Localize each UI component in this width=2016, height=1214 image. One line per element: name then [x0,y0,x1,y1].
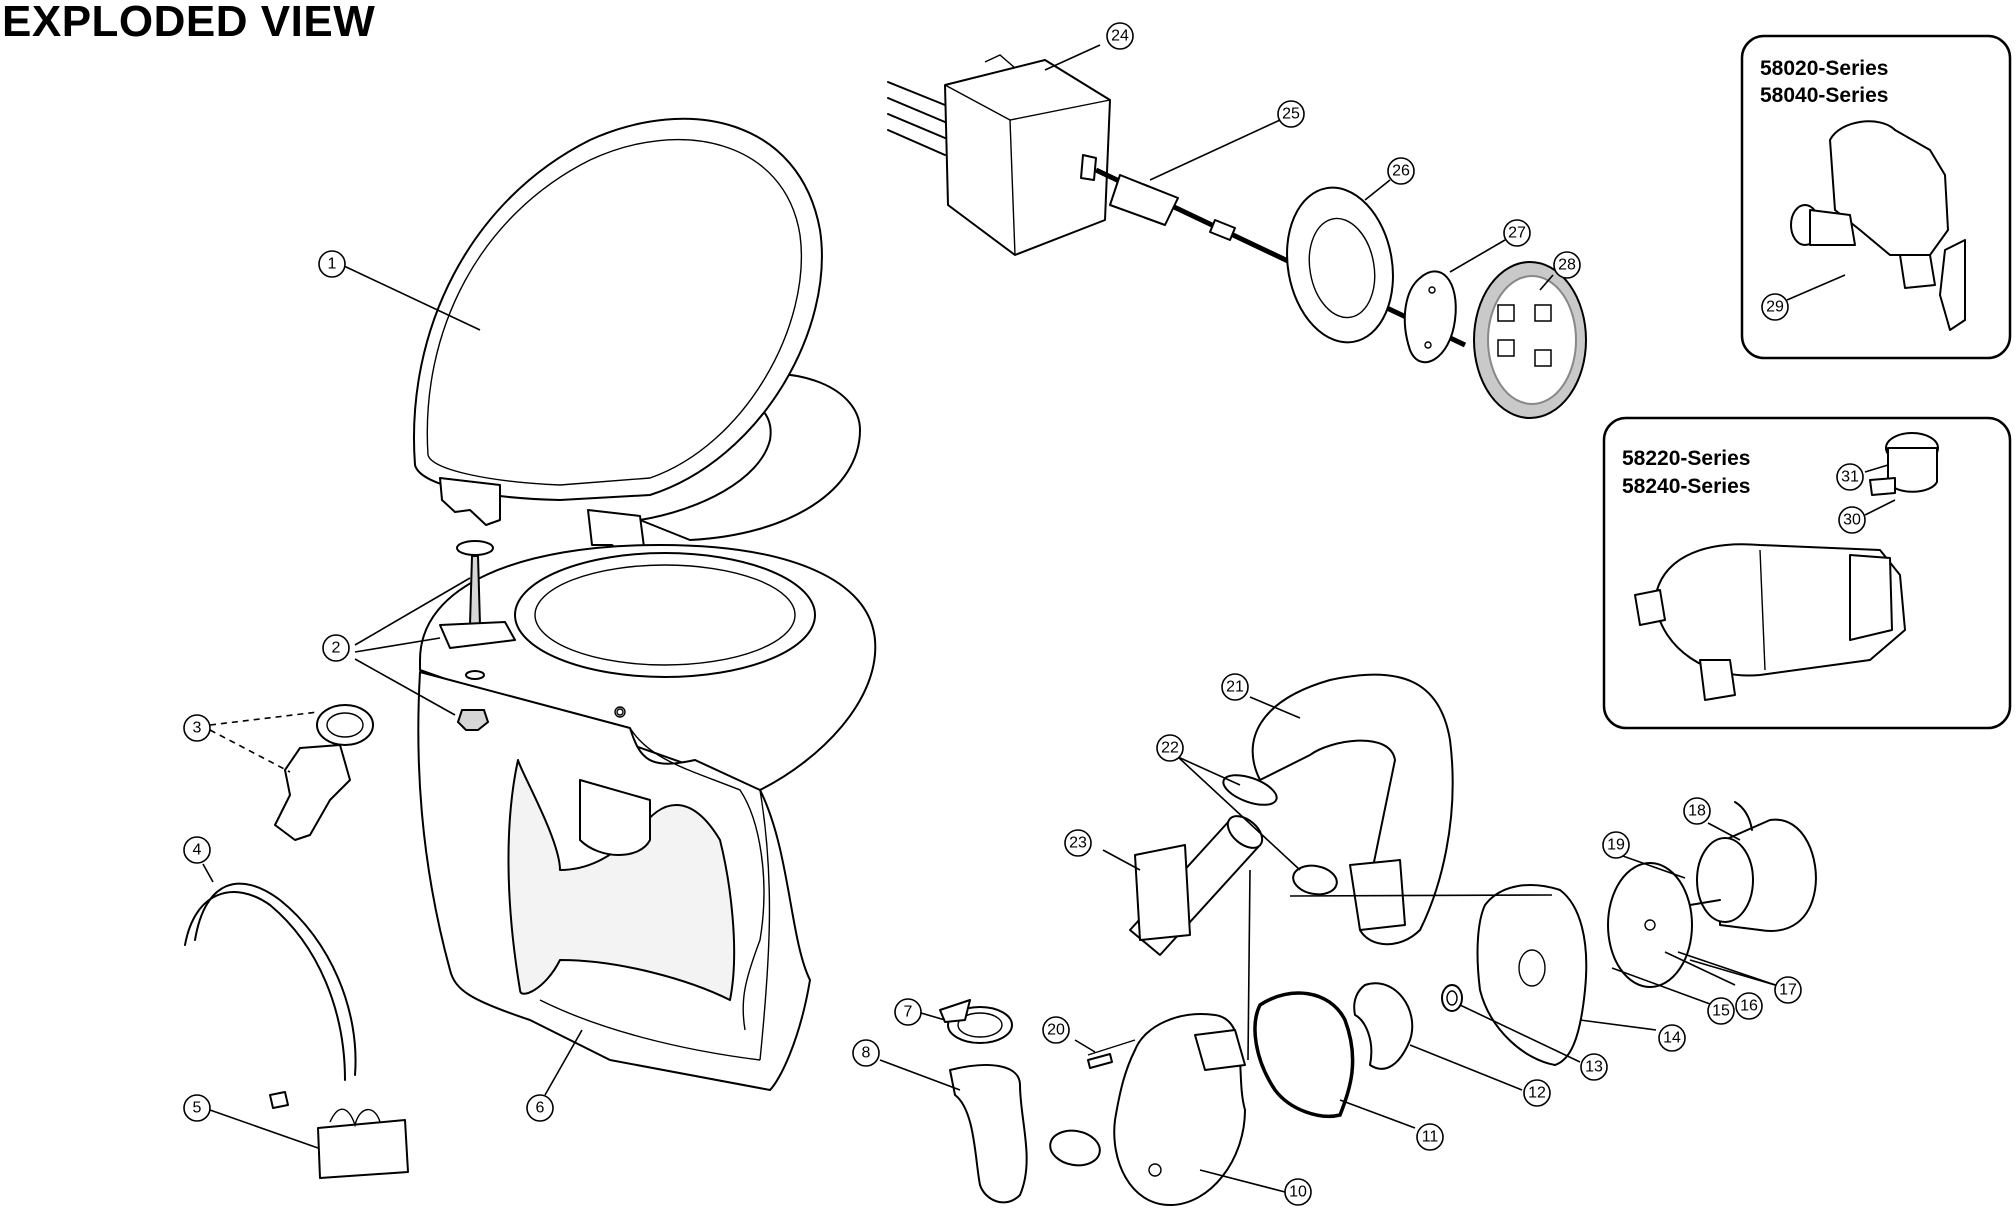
callout-label: 3 [193,720,202,737]
callout-28: 28 [1553,251,1581,279]
callout-10: 10 [1284,1178,1312,1206]
callout-11: 11 [1416,1123,1444,1151]
callout-30: 30 [1838,506,1866,534]
callout-label: 14 [1663,1030,1681,1047]
callout-label: 13 [1585,1059,1603,1076]
callout-15: 15 [1707,997,1735,1025]
callout-21: 21 [1221,673,1249,701]
mounting-plate [1403,270,1457,364]
callout-16: 16 [1735,992,1763,1020]
shaft-seal [1441,984,1463,1012]
callout-label: 28 [1558,257,1576,274]
callout-7: 7 [894,998,922,1026]
callout-label: 29 [1766,299,1784,316]
inset-pump [1634,543,1906,701]
callout-24: 24 [1106,22,1134,50]
fittings-misc [939,999,1113,1204]
switch-panel [1473,261,1587,419]
callout-8: 8 [852,1039,880,1067]
callout-label: 20 [1047,1022,1065,1039]
callout-5: 5 [183,1094,211,1122]
callout-26: 26 [1387,157,1415,185]
control-box [317,1108,409,1179]
callout-27: 27 [1503,219,1531,247]
callout-label: 4 [193,842,202,859]
inlet-fitting [274,704,374,841]
hose-clamp-band [184,882,357,1109]
callout-3: 3 [183,714,211,742]
check-valve [1129,815,1264,956]
callout-4: 4 [183,836,211,864]
callout-label: 30 [1843,512,1861,529]
pump-housing [1476,884,1588,1066]
callout-label: 22 [1161,740,1179,757]
callout-label: 10 [1289,1184,1307,1201]
callout-label: 18 [1688,803,1706,820]
callout-22: 22 [1156,734,1184,762]
callout-label: 5 [193,1100,202,1117]
motor-end-plate [1607,862,1693,988]
callout-label: 8 [862,1045,871,1062]
callout-label: 23 [1069,835,1087,852]
callout-label: 21 [1226,679,1244,696]
callout-19: 19 [1602,831,1630,859]
callout-label: 12 [1528,1085,1546,1102]
cable-assembly [1094,167,1467,348]
callout-23: 23 [1064,829,1092,857]
callout-label: 11 [1422,1129,1439,1146]
callout-label: 26 [1392,163,1410,180]
callout-label: 7 [904,1004,913,1021]
bezel-ring [1286,186,1394,344]
impeller-plate [1353,982,1414,1070]
callout-label: 25 [1282,106,1300,123]
control-module [887,54,1111,256]
page-title: EXPLODED VIEW [2,0,376,46]
macerator-housing [1087,1013,1246,1206]
callout-6: 6 [526,1094,554,1122]
hose-clamps-22 [1222,774,1338,896]
callout-1: 1 [318,250,346,278]
callout-13: 13 [1580,1053,1608,1081]
callout-label: 2 [332,640,341,657]
callout-2: 2 [322,634,350,662]
callout-14: 14 [1658,1024,1686,1052]
callout-label: 31 [1841,469,1859,486]
solenoid-valve [1790,120,1966,331]
callout-label: 15 [1712,1003,1730,1020]
callout-31: 31 [1836,463,1864,491]
callout-18: 18 [1683,797,1711,825]
callout-label: 19 [1607,837,1625,854]
inset-pump-series-2: 58240-Series [1622,475,1750,498]
callout-label: 6 [536,1100,545,1117]
callout-17: 17 [1774,976,1802,1004]
inset-valve-series-2: 58040-Series [1760,84,1888,107]
motor [1689,801,1817,932]
callout-label: 1 [328,256,337,273]
callout-29: 29 [1761,293,1789,321]
inset-pump-series-1: 58220-Series [1622,447,1750,470]
seat-bolt-hardware [439,540,516,731]
callout-label: 24 [1111,28,1129,45]
toilet-seat-lid [413,117,861,561]
callout-label: 17 [1779,982,1797,999]
toilet-bowl [417,544,877,1091]
strainer [1869,432,1939,496]
o-ring-gasket [1253,991,1355,1118]
callout-25: 25 [1277,100,1305,128]
leader-lines [202,44,1896,1193]
inset-valve-series-1: 58020-Series [1760,57,1888,80]
callout-12: 12 [1523,1079,1551,1107]
callout-label: 16 [1740,998,1758,1015]
callout-label: 27 [1508,225,1526,242]
discharge-hose [1251,673,1454,946]
callout-20: 20 [1042,1016,1070,1044]
